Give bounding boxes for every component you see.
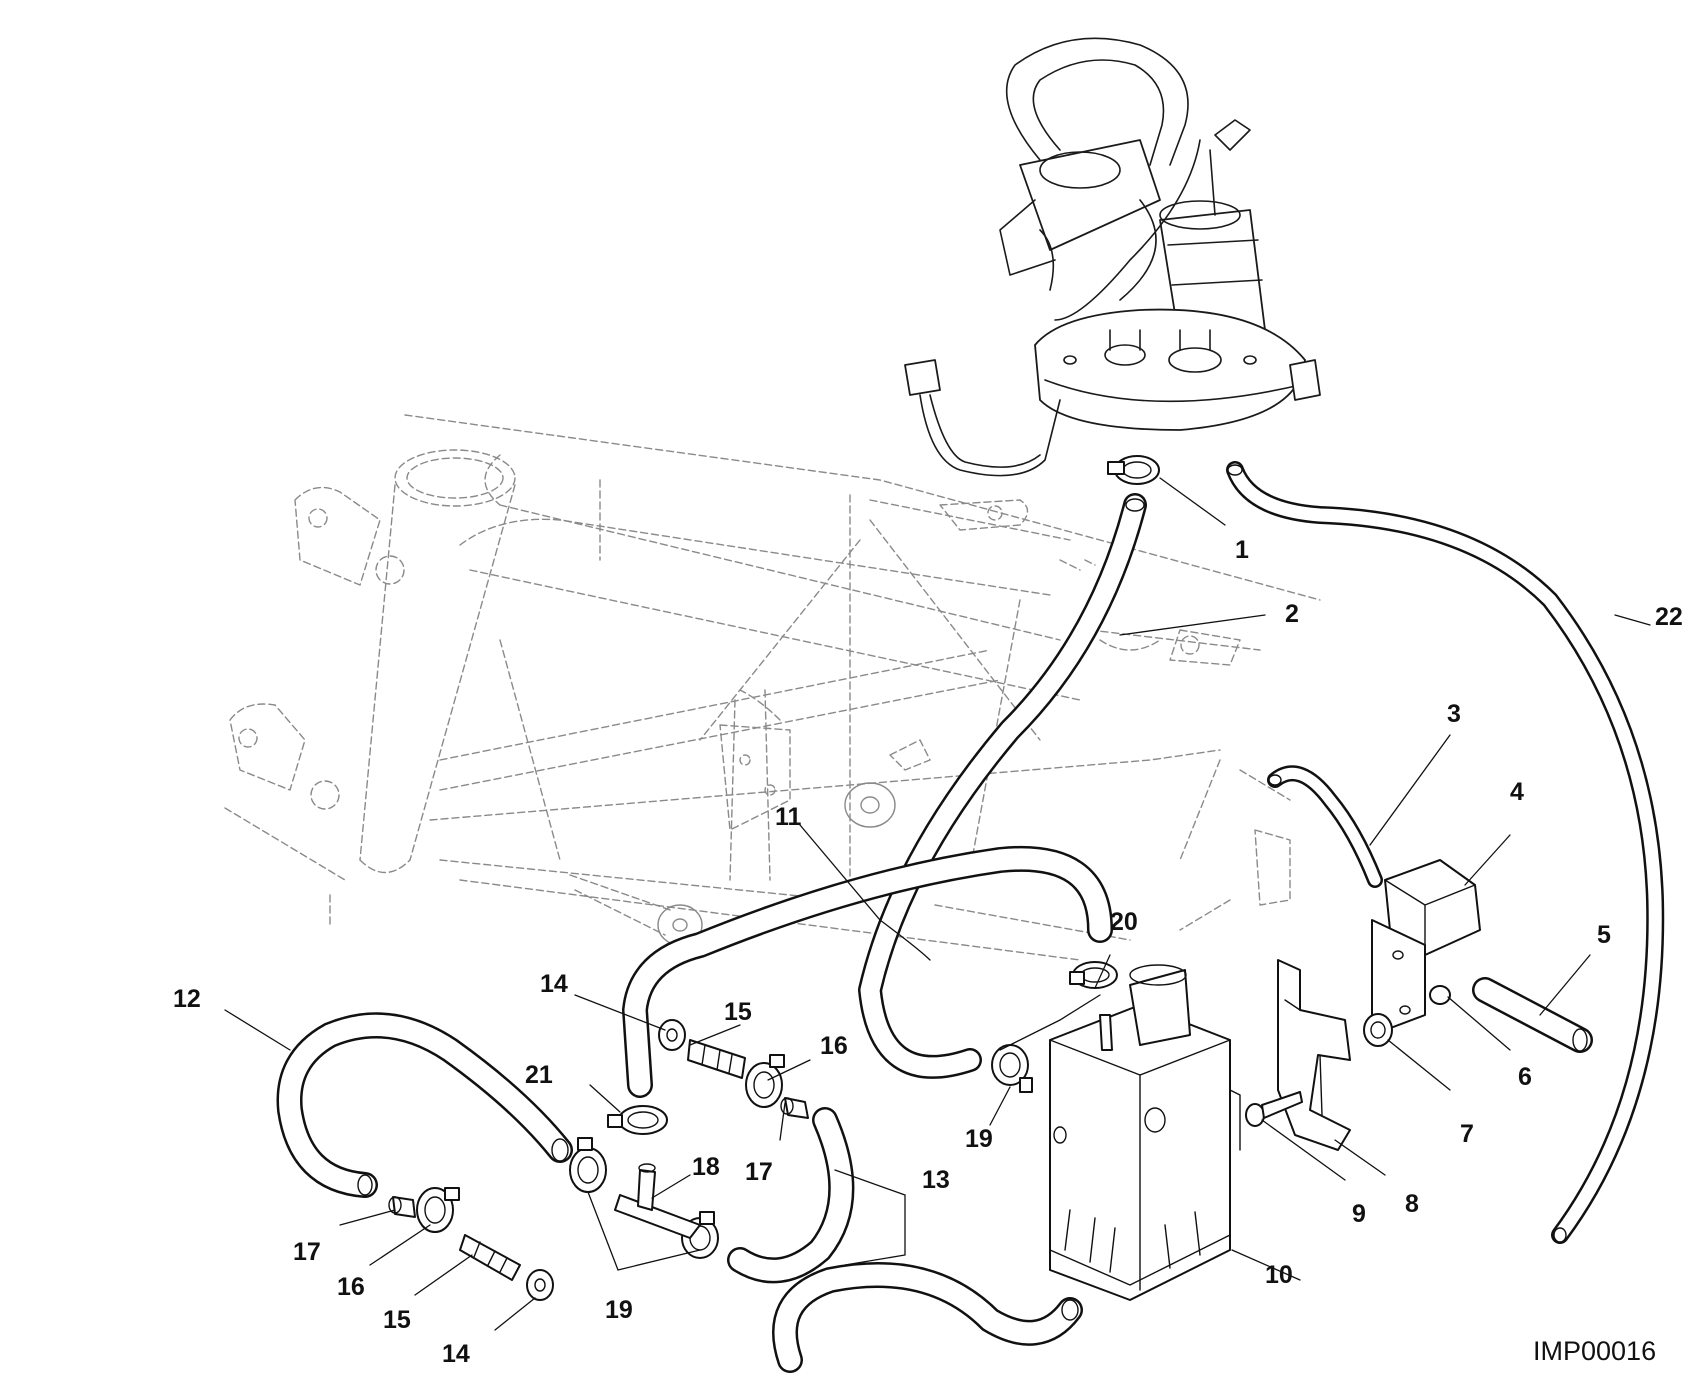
callout-6: 6 — [1518, 1063, 1532, 1091]
callout-16-upper: 16 — [820, 1032, 848, 1060]
clamp-1 — [1107, 455, 1160, 485]
callout-22: 22 — [1655, 603, 1683, 631]
screw-9 — [1245, 1091, 1303, 1127]
callout-13: 13 — [922, 1166, 950, 1194]
callout-19-right: 19 — [965, 1125, 993, 1153]
callout-5: 5 — [1597, 921, 1611, 949]
clamp-16-right — [745, 1054, 785, 1108]
callout-19-left: 19 — [605, 1296, 633, 1324]
callout-18: 18 — [692, 1153, 720, 1181]
drawing-code: IMP00016 — [1533, 1336, 1656, 1366]
callout-8: 8 — [1405, 1190, 1419, 1218]
fuel-pump-assembly — [904, 37, 1321, 477]
nozzle-15-right — [687, 1039, 746, 1079]
callout-14-lower: 14 — [442, 1340, 470, 1368]
hardware — [388, 455, 1481, 1301]
callout-17-upper: 17 — [745, 1158, 773, 1186]
nut-6 — [1429, 985, 1451, 1005]
bolt-17-right — [780, 1097, 809, 1119]
callout-14-upper: 14 — [540, 970, 568, 998]
washer-14-right — [658, 1019, 686, 1051]
callout-1: 1 — [1235, 536, 1249, 564]
nozzle-15-left — [459, 1234, 521, 1281]
clamp-21 — [607, 1105, 668, 1135]
leader-lines — [224, 477, 1651, 1331]
bolt-17-left — [388, 1196, 416, 1218]
callout-15-lower: 15 — [383, 1306, 411, 1334]
clamp-19-left — [569, 1137, 607, 1193]
callout-11: 11 — [775, 803, 802, 831]
clamp-20 — [1069, 961, 1118, 989]
callout-3: 3 — [1447, 700, 1461, 728]
callout-4: 4 — [1510, 778, 1524, 806]
callout-21: 21 — [525, 1061, 553, 1089]
callout-16-lower: 16 — [337, 1273, 365, 1301]
clamp-16-left — [416, 1187, 460, 1233]
callout-10: 10 — [1265, 1261, 1293, 1289]
clamp-19-right — [991, 1044, 1033, 1093]
callout-2: 2 — [1285, 600, 1299, 628]
callout-15-upper: 15 — [724, 998, 752, 1026]
washer-14-left — [526, 1269, 554, 1301]
callout-20: 20 — [1110, 908, 1138, 936]
callout-labels: 1 2 3 4 5 6 7 8 9 10 11 12 13 14 14 15 1… — [173, 536, 1683, 1368]
motorcycle-frame — [224, 414, 1321, 961]
bracket-plate — [1371, 919, 1426, 1036]
bracket-8 — [1277, 959, 1351, 1151]
callout-12: 12 — [173, 985, 201, 1013]
t-fitting-18 — [614, 1163, 701, 1239]
callout-9: 9 — [1352, 1200, 1366, 1228]
hoses — [276, 461, 1665, 1373]
callout-7: 7 — [1460, 1120, 1474, 1148]
callout-17-lower: 17 — [293, 1238, 321, 1266]
canister-10 — [1049, 964, 1241, 1301]
grommet-7 — [1363, 1013, 1393, 1047]
